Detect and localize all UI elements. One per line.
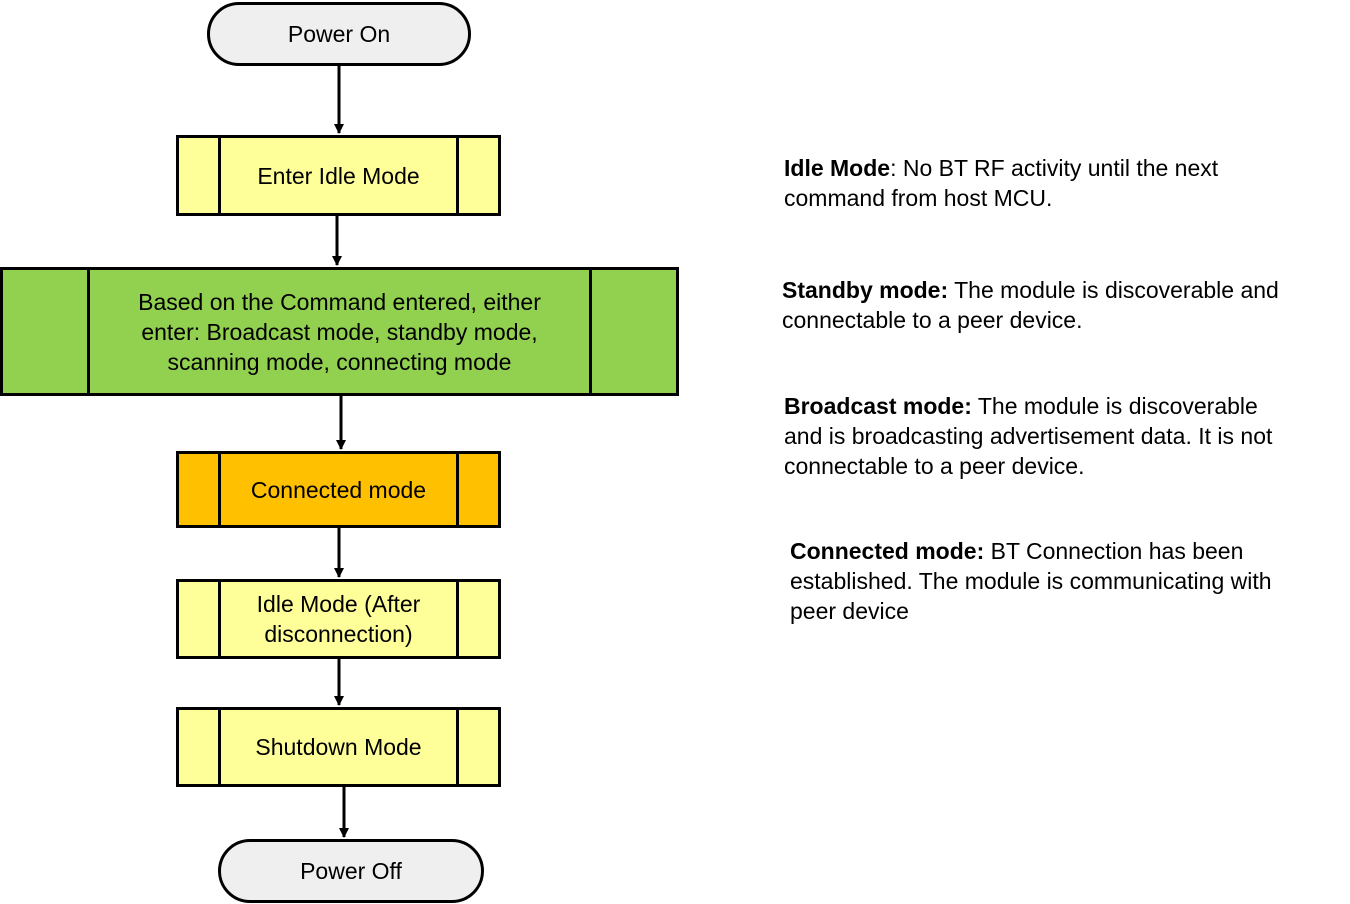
- connected-mode-desc-line-3: peer device: [790, 598, 909, 624]
- power-off-label: Power Off: [300, 858, 402, 884]
- idle-after-disconnection-box: Idle Mode (After disconnection): [176, 579, 501, 659]
- enter-idle-mode-box: Enter Idle Mode: [176, 135, 501, 216]
- right-side-bar: [456, 710, 459, 784]
- power-on-terminal: Power On: [207, 2, 471, 66]
- command-line-1: Based on the Command entered, either: [138, 288, 541, 315]
- left-side-bar: [218, 138, 221, 213]
- command-selection-box: Based on the Command entered, either ent…: [0, 267, 679, 396]
- standby-mode-term: Standby mode:: [782, 277, 949, 303]
- left-side-bar: [218, 710, 221, 784]
- command-selection-label: Based on the Command entered, either ent…: [138, 287, 541, 377]
- shutdown-mode-box: Shutdown Mode: [176, 707, 501, 787]
- connected-mode-desc-line-1: BT Connection has been: [984, 538, 1244, 564]
- connected-mode-term: Connected mode:: [790, 538, 985, 564]
- idle-after-disconnection-label: Idle Mode (After disconnection): [257, 589, 421, 649]
- connected-mode-box: Connected mode: [176, 451, 501, 528]
- left-side-bar: [218, 454, 221, 525]
- right-side-bar: [589, 270, 592, 393]
- command-line-2: enter: Broadcast mode, standby mode,: [141, 318, 538, 345]
- idle-mode-desc-line-2: command from host MCU.: [784, 185, 1053, 211]
- command-line-3: scanning mode, connecting mode: [167, 348, 512, 375]
- broadcast-mode-term: Broadcast mode:: [784, 393, 972, 419]
- connected-mode-label: Connected mode: [250, 476, 427, 503]
- left-side-bar: [218, 582, 221, 656]
- left-side-bar: [87, 270, 90, 393]
- power-off-terminal: Power Off: [218, 839, 484, 903]
- standby-mode-desc-line-1: The module is discoverable and: [948, 277, 1279, 303]
- standby-mode-desc-line-2: connectable to a peer device.: [782, 307, 1083, 333]
- right-side-bar: [456, 138, 459, 213]
- broadcast-mode-desc-line-3: connectable to a peer device.: [784, 453, 1085, 479]
- enter-idle-mode-label: Enter Idle Mode: [257, 162, 420, 189]
- right-side-bar: [456, 454, 459, 525]
- broadcast-mode-desc-line-1: The module is discoverable: [971, 393, 1258, 419]
- connected-mode-desc-line-2: established. The module is communicating…: [790, 568, 1272, 594]
- power-on-label: Power On: [287, 21, 391, 47]
- connected-mode-description: Connected mode: BT Connection has been e…: [790, 536, 1272, 626]
- standby-mode-description: Standby mode: The module is discoverable…: [782, 275, 1279, 335]
- broadcast-mode-desc-line-2: and is broadcasting advertisement data. …: [784, 423, 1273, 449]
- idle-after-line-1: Idle Mode (After: [256, 591, 421, 617]
- right-side-bar: [456, 582, 459, 656]
- idle-after-line-2: disconnection): [264, 621, 413, 647]
- idle-mode-term: Idle Mode: [784, 155, 891, 181]
- shutdown-mode-label: Shutdown Mode: [255, 734, 422, 760]
- idle-mode-desc-line-1: : No BT RF activity until the next: [890, 155, 1219, 181]
- idle-mode-description: Idle Mode: No BT RF activity until the n…: [784, 153, 1218, 213]
- broadcast-mode-description: Broadcast mode: The module is discoverab…: [784, 391, 1272, 481]
